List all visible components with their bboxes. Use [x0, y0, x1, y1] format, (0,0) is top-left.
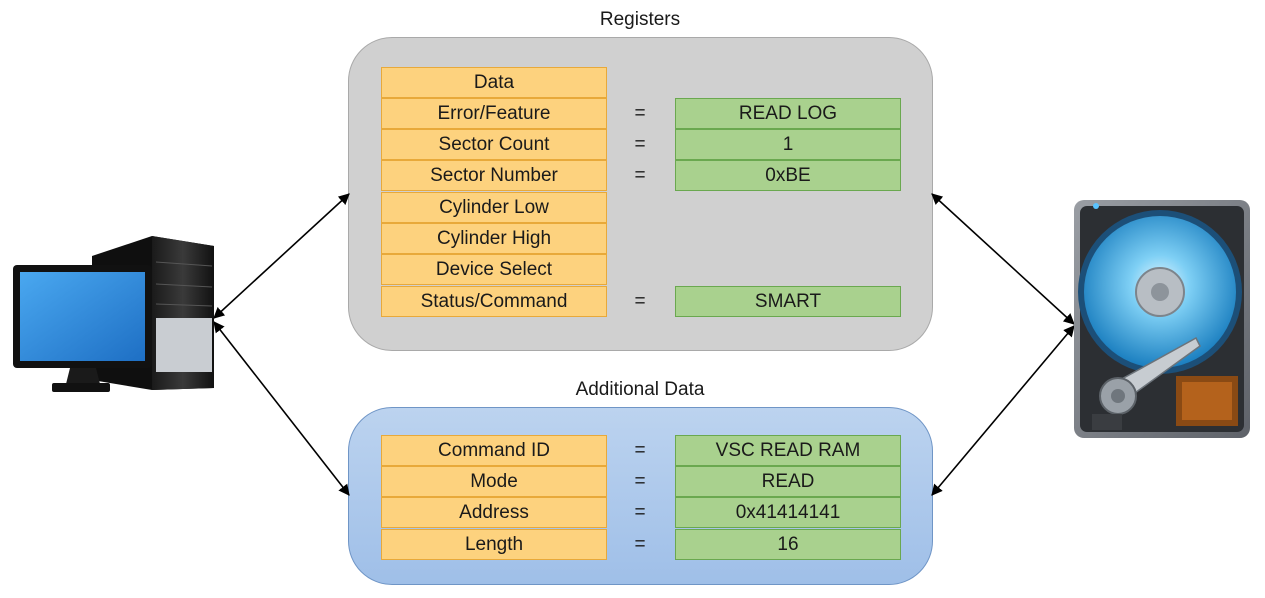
register-name: Data — [381, 67, 607, 98]
equals-sign: = — [634, 471, 646, 492]
register-name: Status/Command — [381, 286, 607, 317]
data-row: Address = 0x41414141 — [349, 497, 932, 528]
register-row: Cylinder Low — [349, 192, 932, 223]
register-name: Sector Number — [381, 160, 607, 191]
field-value: 0x41414141 — [675, 497, 901, 528]
data-row: Mode = READ — [349, 466, 932, 497]
register-value: 0xBE — [675, 160, 901, 191]
hard-disk-drive-icon — [1074, 200, 1250, 438]
register-row: Error/Feature = READ LOG — [349, 98, 932, 129]
register-row: Data — [349, 67, 932, 98]
field-value: READ — [675, 466, 901, 497]
register-name: Cylinder Low — [381, 192, 607, 223]
data-row: Command ID = VSC READ RAM — [349, 435, 932, 466]
field-value: 16 — [675, 529, 901, 560]
equals-sign: = — [634, 291, 646, 312]
host-additional-arrow — [213, 321, 350, 496]
field-value: VSC READ RAM — [675, 435, 901, 466]
equals-sign: = — [634, 134, 646, 155]
field-name: Mode — [381, 466, 607, 497]
equals-sign: = — [634, 103, 646, 124]
additional-data-panel: Command ID = VSC READ RAM Mode = READ Ad… — [348, 407, 933, 585]
equals-sign: = — [634, 165, 646, 186]
equals-sign: = — [634, 502, 646, 523]
registers-title: Registers — [599, 9, 681, 30]
register-value: 1 — [675, 129, 901, 160]
field-name: Address — [381, 497, 607, 528]
host-registers-arrow — [213, 193, 350, 319]
data-row: Length = 16 — [349, 529, 932, 560]
register-name: Device Select — [381, 254, 607, 285]
registers-panel: Data Error/Feature = READ LOG Sector Cou… — [348, 37, 933, 351]
register-name: Error/Feature — [381, 98, 607, 129]
register-row: Status/Command = SMART — [349, 286, 932, 317]
registers-drive-arrow — [931, 193, 1075, 325]
register-row: Sector Number = 0xBE — [349, 160, 932, 191]
field-name: Command ID — [381, 435, 607, 466]
additional-data-title: Additional Data — [575, 379, 705, 400]
register-name: Cylinder High — [381, 223, 607, 254]
register-row: Sector Count = 1 — [349, 129, 932, 160]
register-value: READ LOG — [675, 98, 901, 129]
register-value: SMART — [675, 286, 901, 317]
additional-drive-arrow — [931, 325, 1075, 496]
desktop-computer-icon — [13, 236, 214, 392]
register-row: Cylinder High — [349, 223, 932, 254]
field-name: Length — [381, 529, 607, 560]
register-name: Sector Count — [381, 129, 607, 160]
equals-sign: = — [634, 440, 646, 461]
equals-sign: = — [634, 534, 646, 555]
register-row: Device Select — [349, 254, 932, 285]
